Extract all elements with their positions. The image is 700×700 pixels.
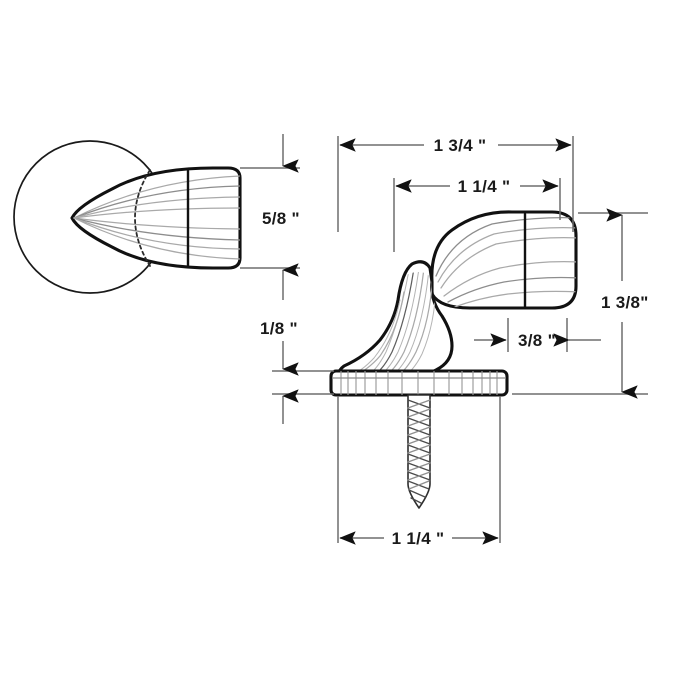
mounting-screw: [407, 394, 431, 509]
screw-threads: [407, 399, 431, 504]
top-view-contours: [73, 175, 240, 260]
dimension-base-diameter: 1 1/4 ": [337, 396, 501, 548]
dimension-base-thickness: 1/8 ": [260, 319, 334, 424]
base-plate-side: [329, 369, 509, 397]
dimension-label-base-thickness: 1/8 ": [260, 319, 298, 338]
top-view: [13, 140, 242, 294]
dimension-label-neck-offset: 3/8 ": [518, 331, 556, 350]
dimension-label-knob-depth: 5/8 ": [262, 209, 300, 228]
base-plate-knurling: [332, 371, 506, 395]
dimension-label-overall-width: 1 3/4 ": [434, 136, 487, 155]
knob-head-contours: [435, 216, 576, 308]
dimension-knob-depth: 5/8 ": [240, 134, 300, 300]
dimension-overall-height: 1 3/8": [512, 208, 649, 399]
dimension-label-base-diameter: 1 1/4 ": [392, 529, 445, 548]
dimension-label-overall-height: 1 3/8": [601, 293, 649, 312]
top-view-knob-outline: [70, 166, 242, 270]
side-view: [329, 210, 578, 509]
dimension-label-knob-width: 1 1/4 ": [458, 177, 511, 196]
dimension-overall-width: 1 3/4 ": [337, 136, 574, 232]
dimension-knob-width: 1 1/4 ": [393, 177, 561, 252]
dimension-neck-offset: 3/8 ": [474, 318, 601, 352]
